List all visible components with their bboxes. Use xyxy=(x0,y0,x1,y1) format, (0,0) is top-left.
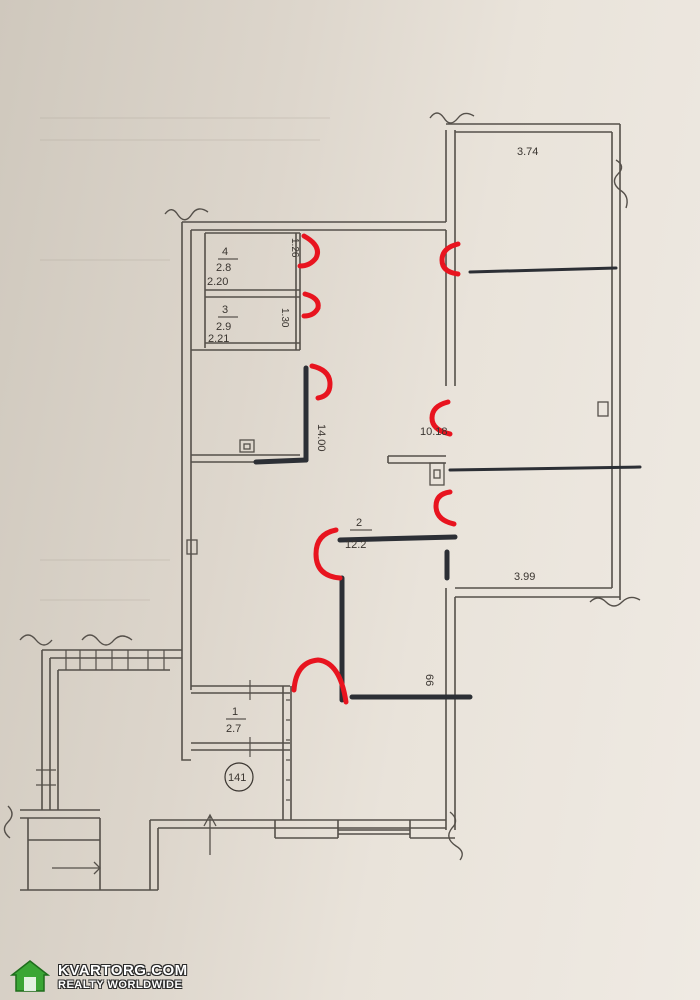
room-2-area: 12.2 xyxy=(345,539,366,551)
room-3-area: 2.9 xyxy=(216,321,231,333)
proposed-doors xyxy=(291,233,461,705)
room-3-number: 3 xyxy=(222,304,228,316)
dim-top: 3.74 xyxy=(517,146,538,158)
room-4-number: 4 xyxy=(222,246,228,258)
walls xyxy=(20,123,621,891)
main-room-area: 10.18 xyxy=(420,426,448,438)
apartment-number: 141 xyxy=(228,772,246,784)
room-4-area: 2.8 xyxy=(216,262,231,274)
fixtures xyxy=(52,401,609,875)
faint-stamp xyxy=(40,117,330,601)
room-4-depth: 1.26 xyxy=(289,238,300,258)
window-hatches xyxy=(36,650,290,801)
room-1-number: 1 xyxy=(232,706,238,718)
labels: 3.74 4 2.8 2.20 1.26 3 2.9 2.21 1.30 14.… xyxy=(207,146,538,792)
watermark: KVARTORG.COM REALTY WORLDWIDE xyxy=(9,958,188,994)
watermark-site: KVARTORG.COM xyxy=(58,961,188,979)
dim-vertical-lower: 66 xyxy=(423,674,435,686)
room-3-depth: 1.30 xyxy=(279,308,290,328)
watermark-tagline: REALTY WORLDWIDE xyxy=(58,978,183,991)
room-2-number: 2 xyxy=(356,517,362,529)
room-1-area: 2.7 xyxy=(226,723,241,735)
house-logo-icon xyxy=(9,959,51,993)
proposed-walls xyxy=(253,266,642,703)
room-4-width: 2.20 xyxy=(207,276,228,288)
dim-vertical-hall: 14.00 xyxy=(315,424,327,452)
dim-right-mid: 3.99 xyxy=(514,571,535,583)
room-3-width: 2.21 xyxy=(208,333,229,345)
watermark-text: KVARTORG.COM REALTY WORLDWIDE xyxy=(58,962,188,991)
wall-breaks xyxy=(3,112,641,861)
